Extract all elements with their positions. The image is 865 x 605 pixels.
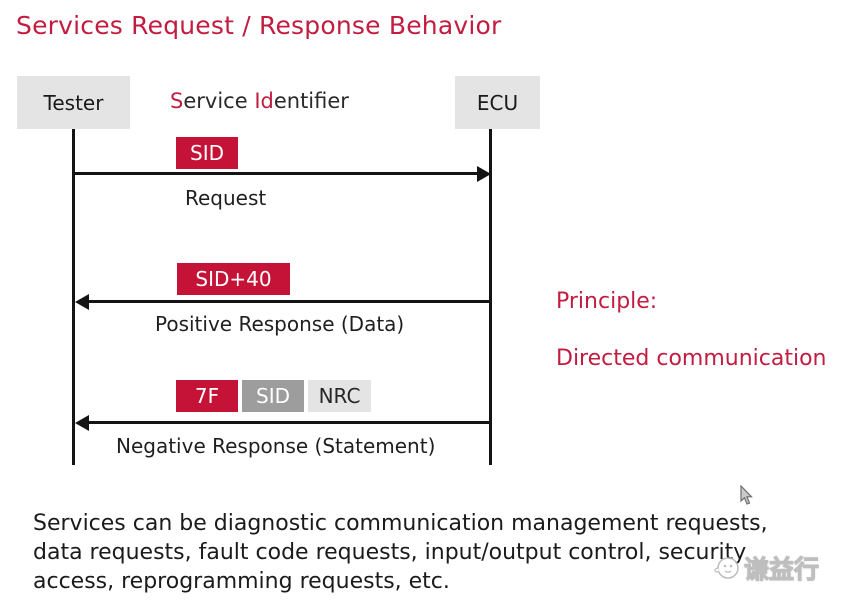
page-title: Services Request / Response Behavior bbox=[16, 11, 502, 40]
tester-label: Tester bbox=[43, 90, 104, 115]
ecu-label: ECU bbox=[476, 90, 519, 115]
positive-response-arrowhead-icon bbox=[75, 294, 89, 310]
negative-response-arrowhead-icon bbox=[75, 415, 89, 431]
tester-lifeline bbox=[72, 129, 75, 465]
ecu-lifeline bbox=[489, 129, 492, 465]
sid-highlight-s: S bbox=[170, 89, 184, 113]
negative-response-label: Negative Response (Statement) bbox=[116, 434, 436, 458]
principle-heading: Principle: bbox=[556, 289, 658, 314]
sid-badge: SID bbox=[176, 137, 238, 169]
mouse-cursor-icon bbox=[740, 485, 753, 505]
footer-paragraph: Services can be diagnostic communication… bbox=[33, 509, 768, 596]
sid-gray-badge: SID bbox=[242, 380, 304, 412]
request-arrow-line bbox=[75, 172, 478, 175]
footer-line-3: access, reprogramming requests, etc. bbox=[33, 569, 450, 594]
watermark-text: 谦益行 bbox=[743, 555, 820, 585]
request-arrowhead-icon bbox=[477, 166, 491, 182]
positive-response-arrow-line bbox=[88, 300, 491, 303]
service-identifier-label: Service Identifier bbox=[170, 89, 349, 113]
request-label: Request bbox=[185, 186, 267, 210]
sid-plus-40-badge: SID+40 bbox=[177, 263, 290, 295]
principle-text: Directed communication bbox=[556, 346, 827, 371]
nrc-badge: NRC bbox=[308, 380, 371, 412]
7f-badge: 7F bbox=[176, 380, 238, 412]
tester-box: Tester bbox=[17, 76, 130, 129]
negative-response-arrow-line bbox=[88, 421, 491, 424]
watermark: 谦益行 bbox=[712, 550, 820, 586]
sid-highlight-id: Id bbox=[254, 89, 274, 113]
watermark-face-icon bbox=[714, 557, 739, 579]
footer-line-1: Services can be diagnostic communication… bbox=[33, 511, 768, 536]
ecu-box: ECU bbox=[455, 76, 540, 129]
footer-line-2: data requests, fault code requests, inpu… bbox=[33, 540, 747, 565]
positive-response-label: Positive Response (Data) bbox=[155, 312, 405, 336]
